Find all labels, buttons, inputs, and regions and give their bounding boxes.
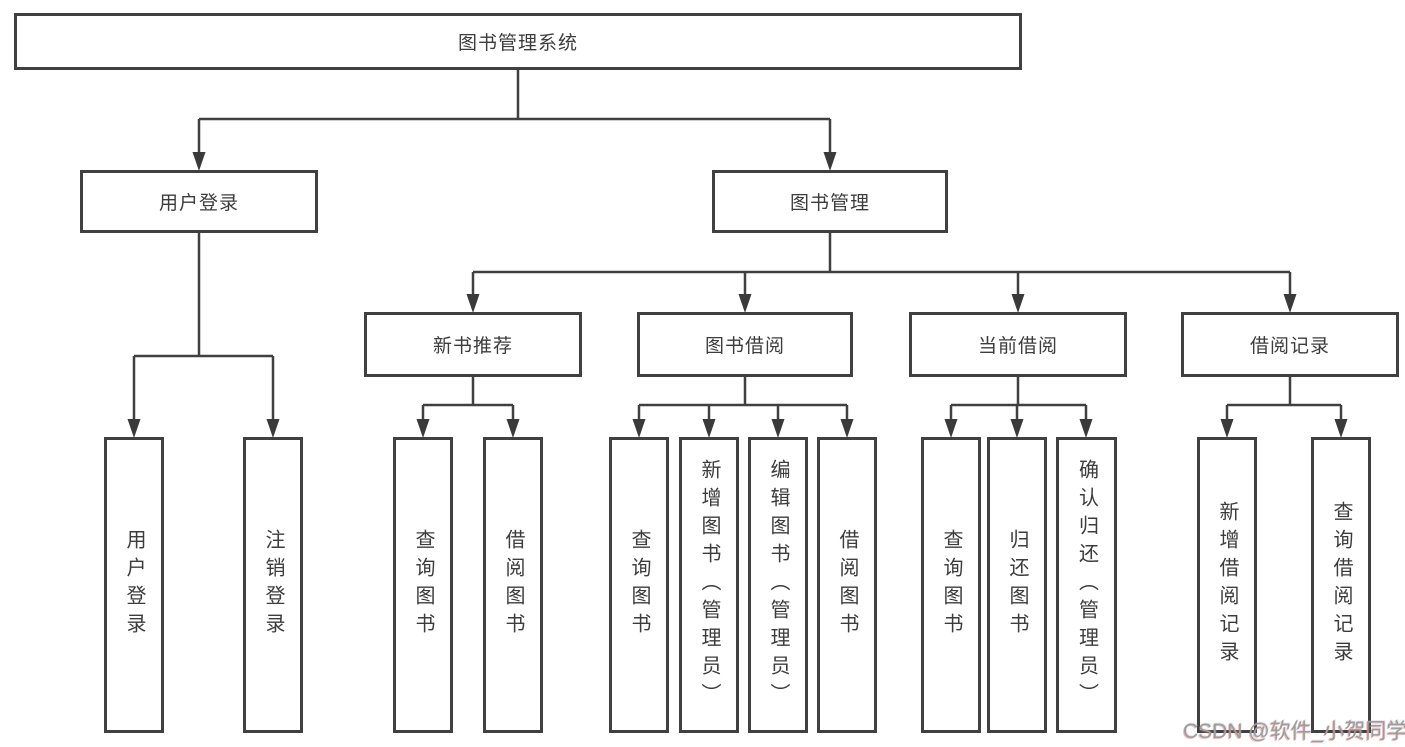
node-borrowing-records: 借阅记录: [1181, 312, 1399, 377]
node-new-book-recommendation: 新书推荐: [364, 312, 582, 377]
leaf-add-borrow-record: 新增借阅记录: [1197, 437, 1257, 733]
leaf-label: 查询图书: [628, 529, 650, 641]
leaf-borrow-books-recommend: 借阅图书: [483, 437, 543, 733]
leaf-label: 查询图书: [412, 529, 434, 641]
leaf-edit-books-admin: 编辑图书（管理员）: [748, 437, 808, 733]
node-user-login: 用户登录: [80, 170, 318, 233]
node-book-management: 图书管理: [712, 170, 948, 233]
leaf-borrow-books: 借阅图书: [817, 437, 877, 733]
leaf-add-books-admin: 新增图书（管理员）: [679, 437, 739, 733]
node-current-borrowing: 当前借阅: [909, 312, 1127, 377]
leaf-label: 查询图书: [940, 529, 962, 641]
leaf-label: 借阅图书: [836, 529, 858, 641]
leaf-return-books: 归还图书: [987, 437, 1047, 733]
node-label: 借阅记录: [1249, 336, 1330, 357]
node-book-borrowing: 图书借阅: [637, 312, 853, 377]
node-label: 图书管理: [789, 193, 870, 214]
node-label: 新书推荐: [432, 336, 513, 357]
csdn-watermark: CSDN @软件_小贺同学: [1183, 720, 1405, 743]
leaf-user-login: 用户登录: [104, 437, 164, 733]
leaf-query-books-borrow: 查询图书: [609, 437, 669, 733]
leaf-label: 查询借阅记录: [1330, 501, 1352, 669]
leaf-label: 编辑图书（管理员）: [767, 459, 789, 711]
leaf-query-borrow-record: 查询借阅记录: [1311, 437, 1371, 733]
node-label: 图书管理系统: [457, 33, 578, 54]
node-label: 当前借阅: [977, 336, 1058, 357]
leaf-confirm-return-admin: 确认归还（管理员）: [1056, 437, 1117, 733]
leaf-label: 新增借阅记录: [1216, 501, 1238, 669]
leaf-label: 确认归还（管理员）: [1075, 459, 1098, 711]
node-library-management-system: 图书管理系统: [14, 13, 1022, 70]
node-label: 图书借阅: [704, 336, 785, 357]
leaf-logout: 注销登录: [243, 437, 303, 733]
leaf-label: 借阅图书: [502, 529, 524, 641]
leaf-query-books-recommend: 查询图书: [393, 437, 453, 733]
leaf-label: 新增图书（管理员）: [698, 459, 720, 711]
leaf-query-books-current: 查询图书: [921, 437, 981, 733]
leaf-label: 注销登录: [262, 529, 284, 641]
leaf-label: 用户登录: [123, 529, 145, 641]
node-label: 用户登录: [158, 193, 239, 214]
leaf-label: 归还图书: [1006, 529, 1028, 641]
